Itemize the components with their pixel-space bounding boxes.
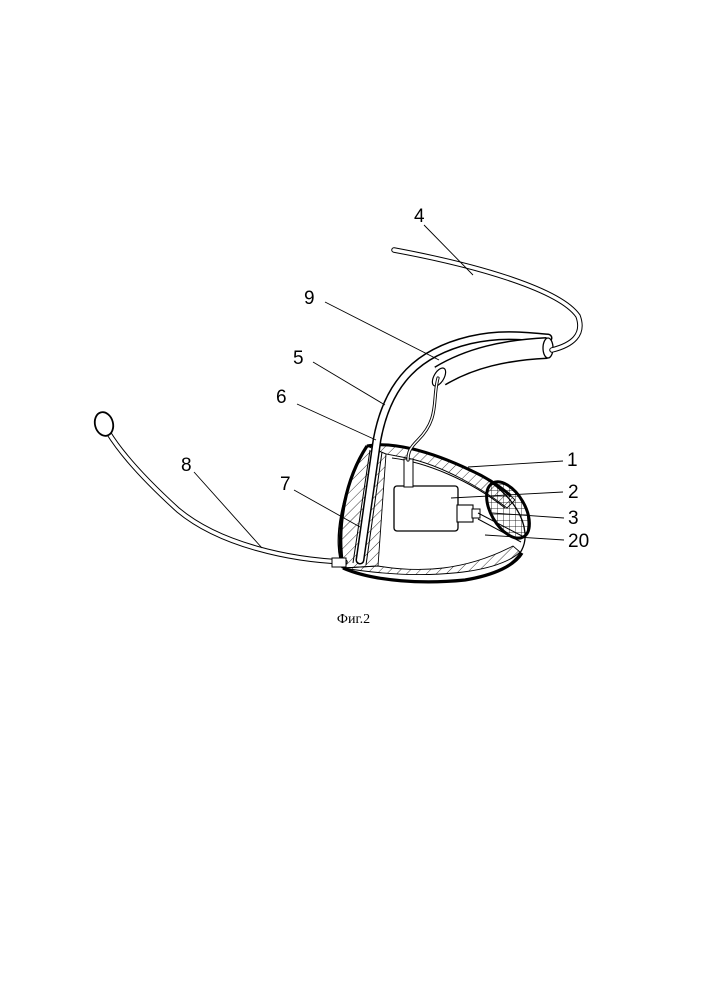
internal-wire — [408, 378, 438, 460]
label-6: 6 — [276, 387, 287, 408]
label-9: 9 — [304, 288, 315, 309]
label-4: 4 — [414, 206, 425, 227]
label-20: 20 — [568, 531, 589, 552]
label-7: 7 — [280, 474, 291, 495]
label-2: 2 — [568, 482, 579, 503]
cable-8 — [92, 410, 346, 567]
figure-caption: Фиг.2 — [0, 612, 707, 628]
label-8: 8 — [181, 455, 192, 476]
label-5: 5 — [293, 348, 304, 369]
label-1: 1 — [567, 450, 578, 471]
label-3: 3 — [568, 508, 579, 529]
